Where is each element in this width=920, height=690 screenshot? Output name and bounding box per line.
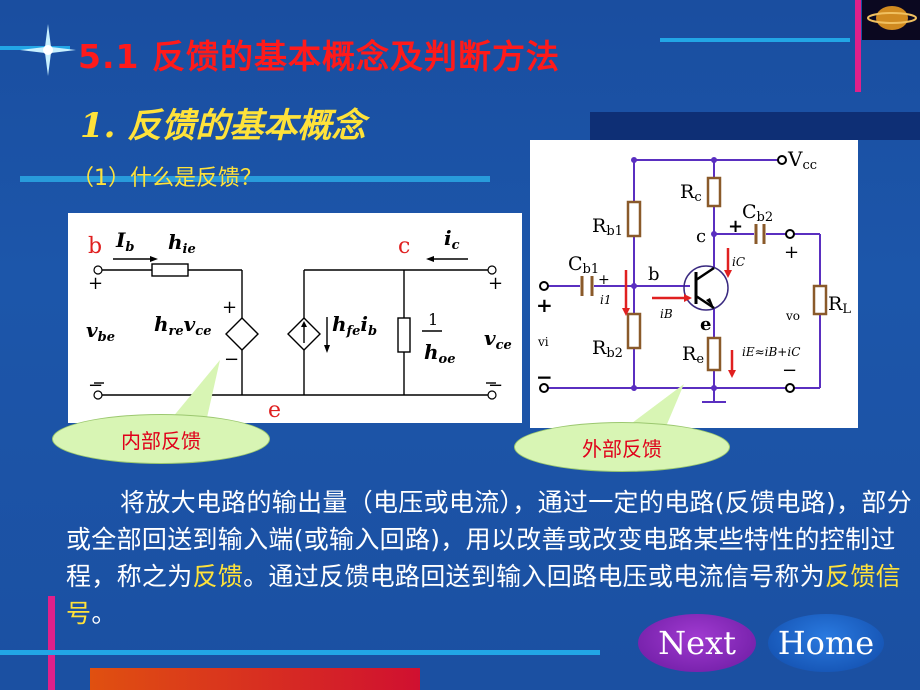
next-button[interactable]: Next: [638, 614, 756, 672]
external-feedback-bubble: 外部反馈: [514, 422, 730, 472]
section-heading: 1. 反馈的基本概念: [80, 106, 366, 146]
output-minus: −: [488, 375, 503, 396]
deco-cyan-line-mid: [20, 176, 490, 182]
ic-label: i: [444, 226, 452, 250]
vo-label: vo: [785, 309, 800, 323]
input-minus: −: [88, 375, 103, 396]
definition-part2: 。通过反馈电路回送到输入回路电压或电流信号称为: [243, 562, 826, 591]
ib-ext-label: iB: [660, 307, 673, 321]
output-plus: +: [488, 273, 503, 294]
svg-text:vbe: vbe: [86, 318, 115, 345]
sparkle-star-icon: [20, 24, 76, 76]
vce-label: v: [484, 326, 496, 350]
deco-red-block-bottom: [90, 668, 420, 690]
cb2-plus: +: [728, 216, 743, 237]
rc-label: R: [680, 181, 695, 203]
i1-label: i1: [600, 293, 611, 307]
cb1-plus: +: [598, 272, 610, 288]
highlight-feedback: 反馈: [192, 562, 244, 591]
svg-text:Rb1: Rb1: [592, 215, 623, 239]
vo-minus: −: [782, 360, 797, 381]
internal-feedback-bubble: 内部反馈: [52, 414, 270, 464]
planet-logo-icon: [862, 0, 920, 40]
rb1-label: R: [592, 215, 607, 237]
node-c-label: c: [398, 234, 410, 259]
internal-feedback-diagram: b c e Ib hie ic + + − − + − vbe vce hrev…: [68, 213, 522, 423]
hfe-ib-label: h: [332, 312, 347, 336]
svg-text:Rc: Rc: [680, 181, 702, 205]
rl-label: R: [828, 293, 843, 315]
re-label: R: [682, 343, 697, 365]
svg-text:hie: hie: [168, 230, 196, 257]
svg-text:Rb2: Rb2: [592, 337, 623, 361]
ic-ext-label: iC: [732, 255, 745, 269]
svg-text:hoe: hoe: [424, 340, 456, 367]
cb2-label: C: [742, 201, 757, 223]
input-plus: +: [88, 273, 103, 294]
deco-cyan-line-top: [0, 46, 70, 50]
definition-part3: 。: [91, 599, 117, 628]
vbe-label: v: [86, 318, 98, 342]
ext-node-e-label: e: [700, 314, 711, 335]
source-minus: −: [224, 349, 239, 370]
internal-bubble-tail: [172, 360, 220, 422]
ext-node-c-label: c: [696, 226, 706, 247]
ib-label: I: [115, 228, 126, 252]
svg-text:Ib: Ib: [115, 228, 134, 255]
svg-text:Cb1: Cb1: [568, 253, 599, 277]
svg-text:Vcc: Vcc: [787, 147, 817, 173]
hre-vce-label: h: [154, 312, 169, 336]
node-b-label: b: [88, 234, 102, 259]
ext-node-b-label: b: [648, 264, 660, 285]
deco-magenta-bar-right: [855, 0, 861, 92]
source-plus: +: [222, 297, 237, 318]
highlight-feedback-signal: 反馈信号: [66, 562, 901, 628]
deco-magenta-bar-left: [48, 596, 55, 690]
hoe-numerator: 1: [428, 310, 438, 329]
svg-text:RL: RL: [828, 293, 851, 317]
vi-label: vi: [537, 335, 549, 349]
svg-text:Re: Re: [682, 343, 704, 367]
vcc-label: V: [787, 147, 803, 171]
svg-text:ic: ic: [444, 226, 460, 253]
svg-text:hrevce: hrevce: [154, 312, 211, 339]
svg-text:hfeib: hfeib: [332, 312, 377, 339]
svg-text:Cb2: Cb2: [742, 201, 773, 225]
home-button[interactable]: Home: [768, 614, 884, 672]
vi-minus: −: [536, 365, 553, 389]
definition-paragraph: 将放大电路的输出量（电压或电流），通过一定的电路(反馈电路)，部分或全部回送到输…: [66, 484, 912, 632]
vi-plus: +: [536, 293, 553, 317]
deco-cyan-line-right: [660, 38, 850, 42]
question-text: （1）什么是反馈？: [72, 166, 262, 191]
ie-equation-label: iE≈iB+iC: [742, 345, 800, 359]
external-feedback-diagram: Vcc Rc Rb1 Rb2 Cb1 Cb2 Re RL b c e i1 iB…: [530, 140, 858, 428]
node-e-label: e: [268, 398, 281, 423]
slide-title: 5.1 反馈的基本概念及判断方法: [78, 37, 560, 76]
rb2-label: R: [592, 337, 607, 359]
vo-plus: +: [784, 242, 799, 263]
svg-text:vce: vce: [484, 326, 512, 353]
cb1-label: C: [568, 253, 583, 275]
definition-part1: 将放大电路的输出量（电压或电流），通过一定的电路(反馈电路)，部分或全部回送到输…: [66, 488, 912, 591]
deco-cyan-line-bottom: [0, 650, 600, 655]
hoe-label: h: [424, 340, 439, 364]
hie-label: h: [168, 230, 183, 254]
deco-dark-bar-top: [590, 112, 920, 140]
